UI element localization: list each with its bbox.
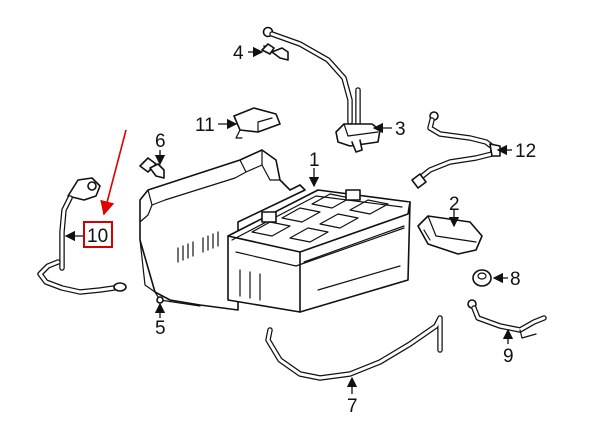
callout-8: 8: [510, 269, 521, 290]
clip-bracket: [233, 107, 281, 139]
callout-7: 7: [347, 396, 358, 417]
cable-bolt: [261, 43, 289, 61]
highlight-box: [83, 221, 113, 248]
hold-down-bracket: [467, 299, 547, 339]
sensor-wire: [411, 111, 501, 189]
negative-cable: [37, 177, 127, 295]
callout-labels: 1 2 3 4 5 6 7 8 9 10 11 12: [87, 43, 536, 417]
callout-4: 4: [233, 43, 244, 64]
callout-11: 11: [195, 115, 215, 136]
callout-10: 10: [87, 226, 108, 247]
callout-3: 3: [395, 119, 406, 140]
callout-5: 5: [155, 318, 166, 339]
battery: [227, 189, 411, 313]
battery-tray: [139, 149, 306, 311]
callout-9: 9: [503, 346, 514, 367]
vent-hose: [265, 315, 443, 381]
callout-1: 1: [309, 150, 320, 171]
battery-terminals: [261, 189, 361, 223]
callout-2: 2: [449, 194, 460, 215]
grommet: [472, 269, 492, 287]
battery-cell-caps: [251, 193, 389, 243]
callout-6: 6: [155, 131, 166, 152]
highlight-marker: [83, 129, 127, 248]
terminal-cable: [262, 26, 381, 153]
tray-vent-slots: [177, 231, 219, 263]
leader-lines: [64, 46, 514, 394]
callout-12: 12: [515, 141, 536, 162]
terminal-cover: [417, 215, 483, 255]
